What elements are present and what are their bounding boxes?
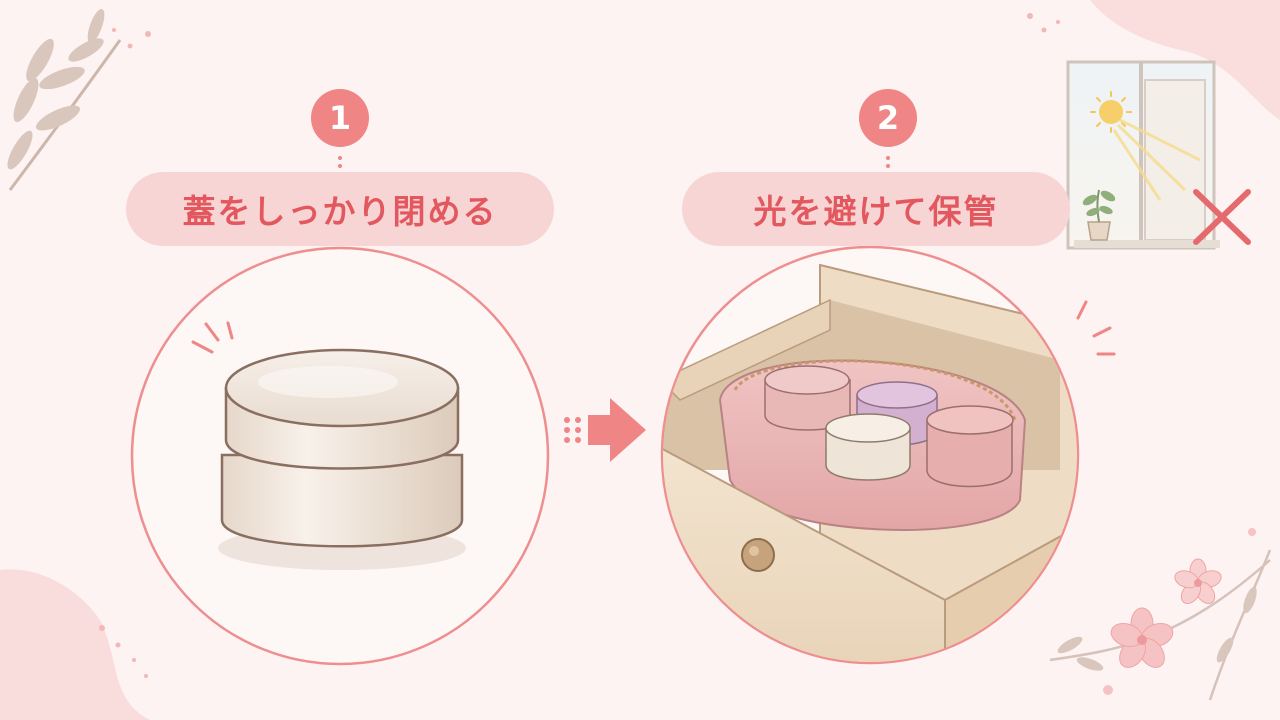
- bottom-left-blob: [0, 569, 150, 720]
- window-sun-icon: [1066, 60, 1220, 250]
- cream-jar: [218, 348, 466, 570]
- step-1-label: 蓋をしっかり閉める: [126, 172, 554, 246]
- arrow-right-icon: [564, 398, 646, 462]
- step-1-number-badge: 1: [311, 89, 369, 147]
- dots-decoration: [99, 13, 1060, 678]
- drawer-knob: [741, 538, 775, 572]
- step-connectors: [338, 156, 890, 168]
- step-2-label: 光を避けて保管: [682, 172, 1070, 246]
- emphasis-lines-icon: [1076, 300, 1116, 356]
- cross-icon: [1193, 189, 1251, 245]
- sakura-flower-icon: [1049, 528, 1272, 701]
- pouch-jar: [764, 365, 851, 431]
- pouch-jar: [825, 413, 911, 481]
- leaf-branch-icon: [7, 8, 122, 191]
- top-right-blob: [1090, 0, 1280, 120]
- pouch-jar: [926, 405, 1014, 488]
- step-2-number-badge: 2: [859, 89, 917, 147]
- emphasis-lines-icon: [191, 321, 234, 354]
